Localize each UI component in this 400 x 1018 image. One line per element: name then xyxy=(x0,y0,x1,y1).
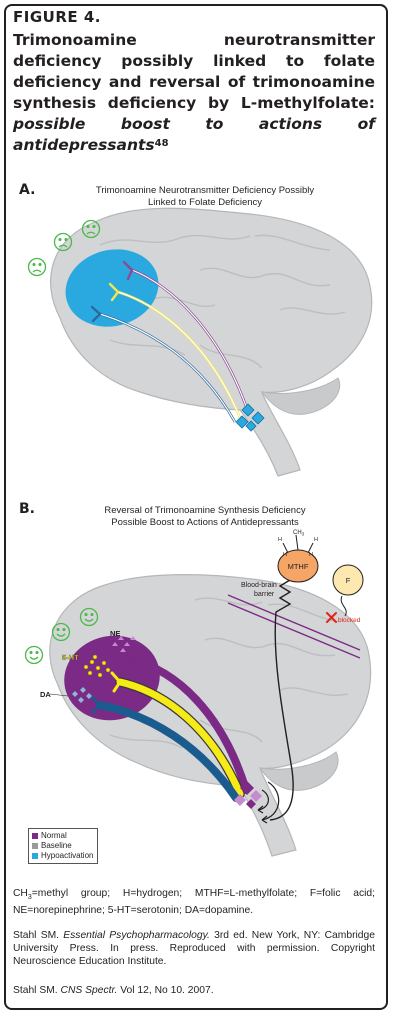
legend-item-hypoactivation: Hypoactivation xyxy=(32,851,93,861)
headline-main: Trimonoamine neurotransmitter deficiency… xyxy=(13,31,375,112)
legend-item-baseline: Baseline xyxy=(32,841,93,851)
folic-acid-label: F xyxy=(346,576,351,585)
ch3-text: CH xyxy=(293,530,302,536)
panel-b-letter: B. xyxy=(19,501,35,517)
bbb-label-line2: barrier xyxy=(254,591,275,598)
hypoactivation-region xyxy=(65,249,159,327)
blocked-x-icon xyxy=(326,612,337,623)
h-label-right: H xyxy=(314,537,318,543)
mthf-pathway xyxy=(269,571,294,821)
da-label: DA xyxy=(40,690,51,699)
ref2-title: CNS Spectr. xyxy=(60,985,118,996)
happy-face-icon xyxy=(24,645,44,665)
legend-swatch-baseline xyxy=(32,843,38,849)
ref1-rest: 3rd ed. New York, NY: Cambridge Universi… xyxy=(13,930,375,967)
legend-label-baseline: Baseline xyxy=(41,841,72,850)
sad-face-icon xyxy=(27,257,47,277)
headline-italic: possible boost to actions of antidepress… xyxy=(13,115,375,154)
cerebellum-b xyxy=(258,751,339,791)
tracts-b xyxy=(96,656,250,802)
terminals-b xyxy=(90,649,134,714)
brain-b-gyri xyxy=(109,597,349,749)
panel-b-title-line1: Reversal of Trimonoamine Synthesis Defic… xyxy=(104,505,306,516)
nuclei-a xyxy=(235,403,265,432)
blocked-label: blocked xyxy=(338,617,361,624)
happy-face-icon xyxy=(51,622,71,642)
sad-faces-a xyxy=(27,219,101,277)
tracts-a xyxy=(99,268,250,423)
legend: Normal Baseline Hypoactivation xyxy=(28,828,99,864)
feedback-arrows xyxy=(257,781,280,824)
figure-headline: Trimonoamine neurotransmitter deficiency… xyxy=(13,30,375,156)
serotonin-label: 5-HT xyxy=(62,653,79,662)
ref1-author: Stahl SM. xyxy=(13,930,60,941)
legend-swatch-hypoactivation xyxy=(32,853,38,859)
terminals-a xyxy=(90,260,134,323)
happy-faces-b xyxy=(24,607,99,665)
legend-label-hypoactivation: Hypoactivation xyxy=(41,851,94,860)
legend-swatch-normal xyxy=(32,833,38,839)
abbrev-ch: CH xyxy=(13,888,28,899)
panel-a-title-line2: Linked to Folate Deficiency xyxy=(147,197,263,208)
legend-label-normal: Normal xyxy=(41,831,67,840)
h-label-mid-left: H xyxy=(283,552,287,558)
ref2-author: Stahl SM. xyxy=(13,985,58,996)
reference-footnote-1: Stahl SM. Essential Psychopharmacology. … xyxy=(13,929,375,968)
headline-ref: 48 xyxy=(154,138,169,149)
ref2-rest: Vol 12, No 10. 2007. xyxy=(120,985,214,996)
abbrev-sub: 3 xyxy=(27,894,32,902)
ref1-title: Essential Psychopharmacology. xyxy=(63,930,210,941)
legend-item-normal: Normal xyxy=(32,831,93,841)
h-label-left: H xyxy=(278,537,282,543)
panel-b-title: Reversal of Trimonoamine Synthesis Defic… xyxy=(60,505,350,529)
panel-a-letter: A. xyxy=(19,182,36,198)
sad-face-icon xyxy=(53,232,73,252)
panel-b-diagram xyxy=(24,534,372,857)
panel-b-title-line2: Possible Boost to Actions of Antidepress… xyxy=(111,517,299,528)
panel-a-diagram xyxy=(27,207,373,477)
transmitter-dots xyxy=(72,636,136,703)
brain-a xyxy=(50,207,373,477)
h-label-mid-right: H xyxy=(309,552,313,558)
happy-face-icon xyxy=(79,607,99,627)
bbb-label-line1: Blood-brain xyxy=(241,582,277,589)
panel-a-title-line1: Trimonoamine Neurotransmitter Deficiency… xyxy=(95,185,315,196)
panel-a-title: Trimonoamine Neurotransmitter Deficiency… xyxy=(60,185,350,209)
blood-brain-barrier xyxy=(227,594,361,659)
abbreviations-footnote: CH3=methyl group; H=hydrogen; MTHF=L-met… xyxy=(13,887,375,917)
mthf-label: MTHF xyxy=(288,562,309,571)
reference-footnote-2: Stahl SM. CNS Spectr. Vol 12, No 10. 200… xyxy=(13,984,375,997)
figure-label: FIGURE 4. xyxy=(13,8,101,26)
ch3-label: CH3 xyxy=(293,530,305,537)
nuclei-b xyxy=(234,781,262,809)
brain-a-gyri xyxy=(99,234,346,369)
mthf-molecule xyxy=(277,534,319,583)
abbrev-rest: =methyl group; H=hydrogen; MTHF=L-methyl… xyxy=(13,888,375,917)
figure-frame xyxy=(4,4,388,1010)
folic-acid-molecule xyxy=(332,564,364,617)
sad-face-icon xyxy=(81,219,101,239)
ne-label: NE xyxy=(110,629,120,638)
cerebellum-a xyxy=(260,377,341,415)
ch3-subscript: 3 xyxy=(302,532,305,537)
